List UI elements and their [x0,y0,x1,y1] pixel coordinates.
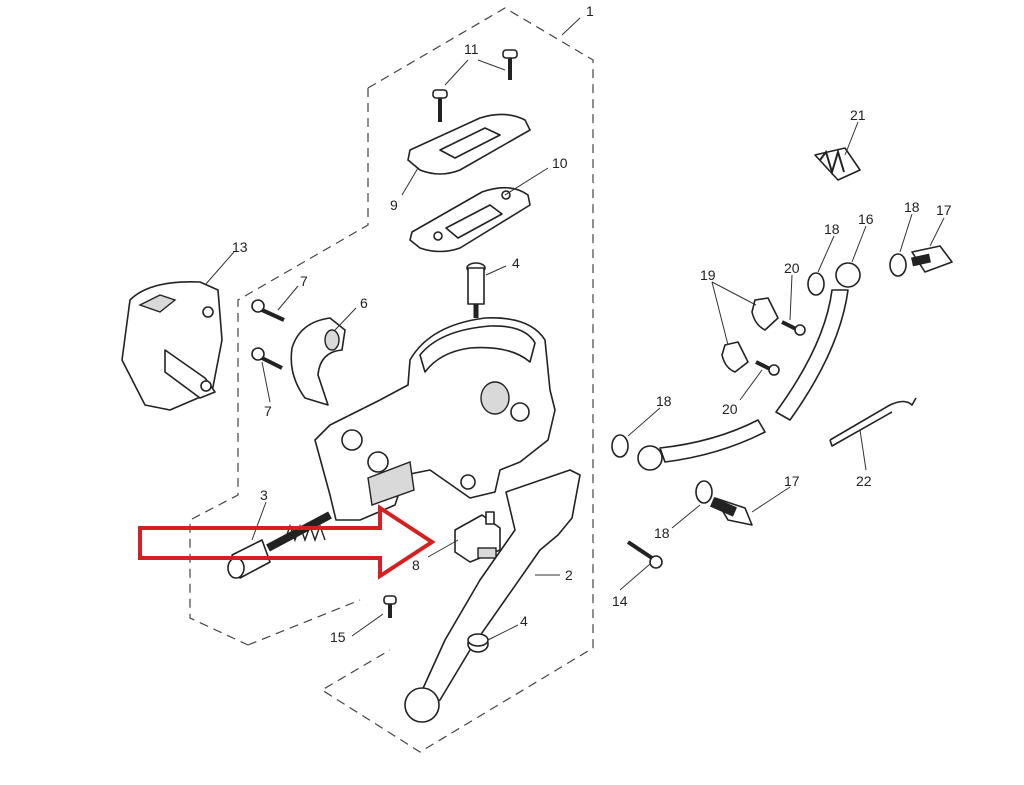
reservoir-cap-9 [407,113,531,175]
callout-15: 15 [330,629,346,645]
plunger-3 [227,511,332,579]
callout-9: 9 [390,197,398,213]
callout-18-d: 18 [654,525,670,541]
callout-17-upper: 17 [936,202,952,218]
washer-18-a [889,253,907,277]
brake-switch-8 [454,511,501,563]
clamp-13 [121,281,223,411]
callout-18-c: 18 [656,393,672,409]
callout-18-a: 18 [824,221,840,237]
callout-13: 13 [232,239,248,255]
callout-20-upper: 20 [784,260,800,276]
washer-18-b [807,272,825,296]
screw-11-a [432,89,448,122]
spring-wire-22 [829,397,917,447]
screw-15 [383,595,397,618]
hose-clip-19-upper [751,297,779,331]
screw-11-b [502,49,518,80]
gasket-10 [409,186,531,253]
bolt-7-upper [251,299,285,322]
callout-20-lower: 20 [722,401,738,417]
callout-17-lower: 17 [784,473,800,489]
callout-4-lower: 4 [520,613,528,629]
callout-4-upper: 4 [512,255,520,271]
callout-labels: 1 11 9 10 4 13 7 6 7 3 8 2 4 15 21 18 16… [232,3,952,645]
callout-1: 1 [586,3,594,19]
assembly-boundary [189,7,594,753]
callout-10: 10 [552,155,568,171]
clamp-half-6 [290,317,346,406]
pivot-nut-4 [467,633,489,653]
callout-2: 2 [565,567,573,583]
assembly-boundary-inner [247,599,361,646]
banjo-bolt-17-upper [911,245,953,273]
callout-8: 8 [412,557,420,573]
callout-3: 3 [260,487,268,503]
screw-20-upper [781,320,806,336]
bleed-screw-14 [626,540,663,569]
callout-7-lower: 7 [264,403,272,419]
callout-14: 14 [612,593,628,609]
bolt-7-lower [251,347,283,370]
callout-16: 16 [858,211,874,227]
callout-11: 11 [464,41,479,57]
callout-7-upper: 7 [300,273,308,289]
screw-20-lower [755,360,780,376]
callout-6: 6 [360,295,368,311]
hose-clip-19-lower [721,341,749,373]
callout-21: 21 [850,107,866,123]
red-highlight-arrow [138,504,436,580]
callout-22: 22 [856,473,872,489]
banjo-bolt-17-lower [710,497,753,526]
brake-lever-2 [404,469,581,723]
leader-lines [204,17,945,641]
master-cylinder-body [314,317,556,521]
callout-18-b: 18 [904,199,920,215]
pivot-pin-4 [466,262,486,318]
callout-19: 19 [700,267,716,283]
washer-18-d [695,480,713,504]
clip-21 [814,147,861,181]
brake-hose-16 [637,262,861,471]
washer-18-c [611,434,629,458]
